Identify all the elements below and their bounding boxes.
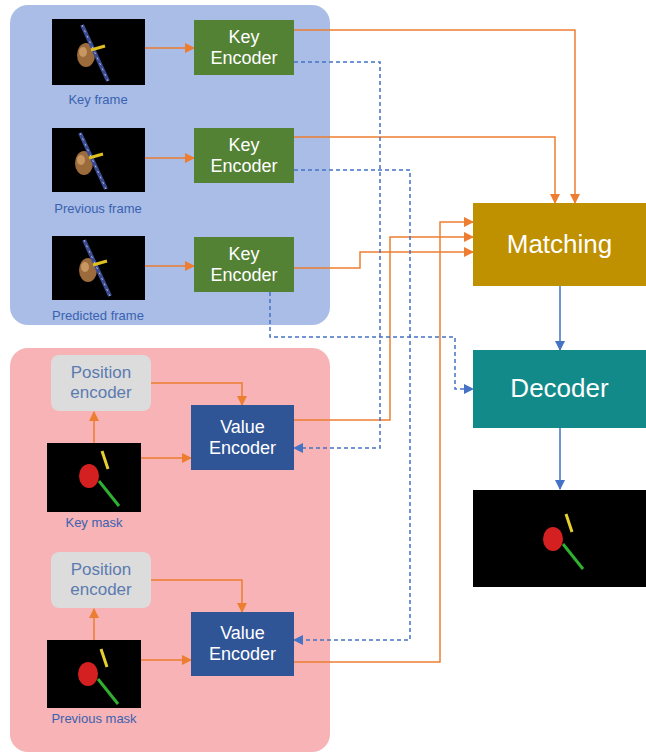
- connector: [294, 170, 410, 640]
- value-encoder: Value Encoder: [191, 612, 294, 676]
- connector: [294, 237, 473, 420]
- position-encoder: Position encoder: [51, 355, 151, 411]
- output-arrow: [559, 428, 561, 489]
- connector: [294, 62, 380, 448]
- node-label: Decoder: [510, 374, 608, 404]
- frame-image: [52, 236, 145, 300]
- value-panel: [10, 348, 330, 752]
- decoder-block: Decoder: [473, 350, 646, 428]
- output-mask: [473, 490, 646, 587]
- node-label: Matching: [507, 230, 613, 260]
- image-caption: Key mask: [65, 515, 122, 530]
- frame-image: [52, 128, 145, 192]
- node-label: Key Encoder: [200, 135, 288, 176]
- connector: [294, 137, 555, 203]
- matching-block: Matching: [473, 203, 646, 286]
- image-caption: Predicted frame: [52, 308, 144, 323]
- connector: [151, 383, 242, 405]
- key-panel: [10, 5, 330, 325]
- connector: [294, 222, 473, 662]
- key-encoder: Key Encoder: [194, 20, 294, 75]
- node-label: Key Encoder: [200, 244, 288, 285]
- connector: [294, 252, 473, 268]
- node-label: Value Encoder: [197, 623, 288, 664]
- frame-image: [52, 19, 145, 85]
- image-caption: Key frame: [68, 92, 127, 107]
- node-label: Position encoder: [57, 560, 145, 599]
- key-encoder: Key Encoder: [194, 237, 294, 292]
- image-caption: Previous frame: [54, 201, 141, 216]
- key-encoder: Key Encoder: [194, 128, 294, 183]
- connector: [151, 580, 242, 612]
- node-label: Value Encoder: [197, 417, 288, 458]
- image-caption: Previous mask: [51, 711, 136, 726]
- connector: [559, 286, 561, 350]
- mask-image: [47, 443, 141, 512]
- node-label: Key Encoder: [200, 27, 288, 68]
- mask-image: [47, 640, 141, 708]
- connector: [294, 30, 575, 203]
- position-encoder: Position encoder: [51, 552, 151, 608]
- connector: [270, 292, 473, 389]
- value-encoder: Value Encoder: [191, 405, 294, 470]
- node-label: Position encoder: [57, 363, 145, 402]
